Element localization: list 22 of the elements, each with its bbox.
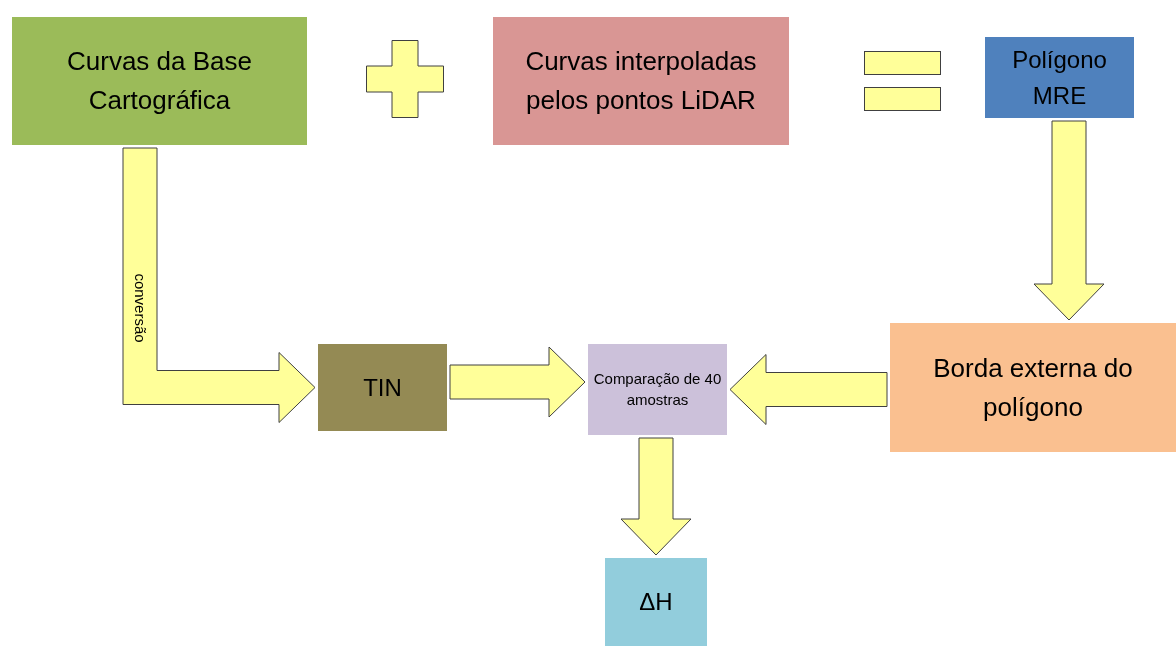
- box-text: Comparação de 40 amostras: [592, 369, 723, 410]
- plus-sign: [366, 40, 444, 118]
- box-text: Polígono MRE: [1011, 44, 1108, 111]
- process-box: [605, 558, 707, 646]
- block-arrow: [449, 346, 586, 418]
- box-text: ΔH: [639, 587, 673, 617]
- process-box: [588, 344, 727, 435]
- edge-label: conversão: [132, 273, 148, 343]
- block-arrow: [1033, 120, 1105, 321]
- box-text: Borda externa do polígono: [932, 351, 1134, 424]
- box-text: Curvas interpoladas pelos pontos LiDAR: [524, 45, 758, 117]
- box-text: Curvas da Base Cartográfica: [66, 45, 253, 117]
- block-arrow: [122, 147, 316, 423]
- process-box: [12, 17, 307, 145]
- block-arrow: [620, 437, 692, 556]
- block-arrow: [729, 354, 888, 425]
- box-text: TIN: [363, 372, 402, 403]
- equals-sign: [864, 51, 941, 111]
- process-box: [890, 323, 1176, 452]
- process-box: [985, 37, 1134, 118]
- process-box: [493, 17, 789, 145]
- process-box: [318, 344, 447, 431]
